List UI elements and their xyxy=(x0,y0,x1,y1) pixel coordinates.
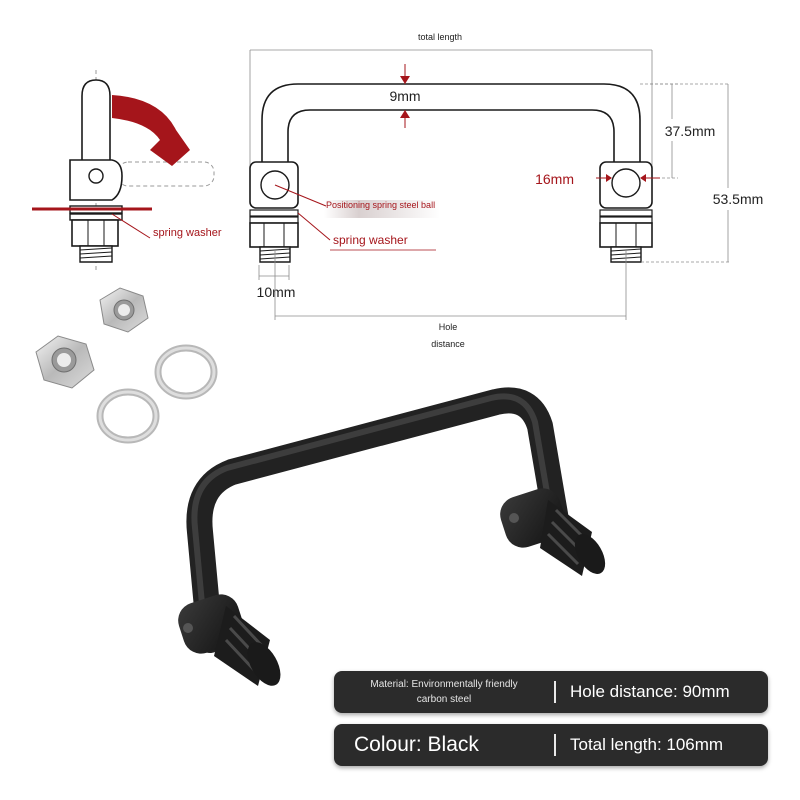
material-line-1: Material: Environmentally friendly xyxy=(370,679,518,690)
hole-distance-label-line2: distance xyxy=(431,339,465,349)
thickness-label: 9mm xyxy=(389,88,420,104)
bore-label: 16mm xyxy=(535,171,574,187)
right-ball xyxy=(611,168,641,198)
left-nut xyxy=(249,222,299,248)
black-handle-product xyxy=(178,387,606,686)
side-nut xyxy=(71,219,119,247)
thickness-arrow-top-icon xyxy=(400,76,410,84)
spec-divider xyxy=(554,734,556,756)
height-total-label: 53.5mm xyxy=(713,191,764,207)
thickness-arrow-bottom-icon xyxy=(400,110,410,118)
total-length-label: total length xyxy=(418,32,462,42)
hole-distance-spec: Hole distance: 90mm xyxy=(570,682,730,701)
bore-arrow-right-icon xyxy=(640,174,646,182)
front-view-drawing: total length 9mm 37.5mm 53.5mm 16mm 10mm xyxy=(249,32,770,349)
side-folded-ghost xyxy=(117,161,215,187)
spec-pill-top: Material: Environmentally friendly carbo… xyxy=(334,671,768,713)
washer-label: spring washer xyxy=(333,233,408,247)
material-line-2: carbon steel xyxy=(416,694,472,705)
side-view-drawing: spring washer xyxy=(32,70,222,270)
fold-direction-arrow-icon xyxy=(112,95,190,166)
spring-washer-1 xyxy=(154,344,218,400)
bore-arrow-left-icon xyxy=(606,174,612,182)
side-rod xyxy=(81,79,111,160)
height-upper-label: 37.5mm xyxy=(665,123,716,139)
handle-inner-outline xyxy=(287,109,615,168)
spec-divider xyxy=(554,681,556,703)
colour-spec: Colour: Black xyxy=(354,733,479,756)
thread-label: 10mm xyxy=(257,284,296,300)
side-pin-hole xyxy=(88,168,104,184)
hex-nut-2 xyxy=(35,335,95,389)
ball-label-band xyxy=(324,200,440,218)
hex-nut-1 xyxy=(99,287,149,333)
ball-label: Positioning spring steel ball xyxy=(326,200,435,210)
total-length-spec: Total length: 106mm xyxy=(570,735,724,754)
right-nut xyxy=(599,222,653,248)
handle-outer-outline xyxy=(261,83,641,168)
side-washer-pointer xyxy=(111,213,151,239)
spec-pill-bottom: Colour: Black Total length: 106mm xyxy=(334,724,768,766)
material-spec: Material: Environmentally friendly carbo… xyxy=(334,677,554,707)
side-spring-washer-label: spring washer xyxy=(153,227,222,239)
hole-distance-label-line1: Hole xyxy=(439,322,458,332)
spring-washer-2 xyxy=(96,388,160,444)
loose-parts xyxy=(35,287,218,444)
